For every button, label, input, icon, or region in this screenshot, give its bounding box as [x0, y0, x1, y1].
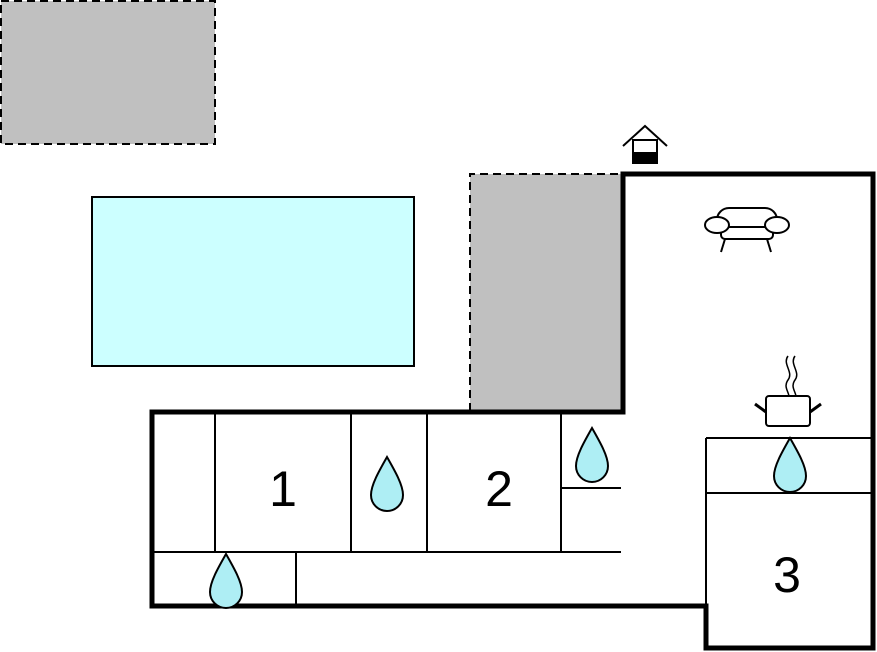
inner-walls: [154, 414, 871, 606]
swimming-pool: [91, 196, 415, 367]
room-number-3: 3: [773, 547, 801, 603]
water-drop-icon: [369, 454, 405, 512]
terrace-top-left: [0, 0, 216, 145]
water-drop-icon: [208, 551, 244, 609]
cooking-pot-icon: [754, 355, 822, 427]
water-drop-icon: [574, 425, 610, 483]
sofa-icon: [704, 207, 790, 253]
room-number-1: 1: [269, 461, 297, 517]
room-number-2: 2: [485, 461, 513, 517]
water-drop-icon: [772, 435, 808, 493]
house-entrance-icon: [622, 124, 668, 164]
outer-walls: [149, 171, 876, 651]
